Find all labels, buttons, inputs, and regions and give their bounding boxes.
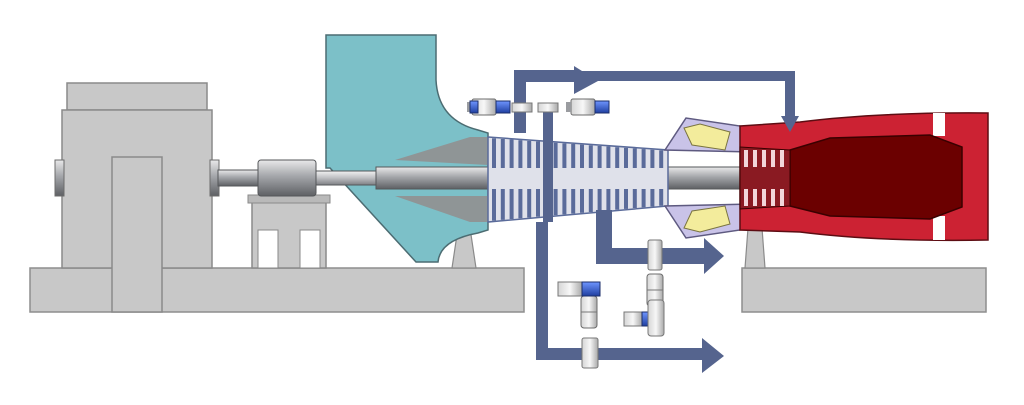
valve-icon — [566, 98, 610, 116]
compressor-blade — [650, 189, 655, 207]
combustion-chamber-bottom — [663, 203, 754, 239]
turbine-blade — [762, 150, 766, 167]
compressor-blade — [580, 189, 584, 213]
arrow-right-icon — [574, 66, 598, 94]
arrow-down-icon — [781, 116, 799, 132]
gearbox-support — [247, 194, 331, 269]
compressor-blade — [553, 189, 558, 216]
valves — [467, 98, 665, 369]
compressor-blade — [500, 189, 505, 220]
turbine-blade — [780, 189, 784, 206]
foundation-right — [741, 267, 987, 313]
turbine-blade — [771, 150, 775, 167]
compressor-blade — [509, 139, 514, 168]
compressor-blade — [518, 140, 523, 168]
compressor-blade — [615, 189, 620, 210]
compressor-blade — [509, 189, 514, 220]
arrow-right-icon — [702, 338, 724, 373]
compressor-blade — [659, 150, 664, 168]
compressor-blade — [562, 143, 567, 168]
turbine-blade — [780, 150, 784, 167]
compressor-blade — [659, 189, 664, 206]
turbine-blade — [771, 189, 775, 206]
turbine-blade — [753, 189, 757, 206]
compressor-blade — [527, 140, 532, 168]
compressor-blade — [536, 141, 540, 168]
compressor-blade — [650, 149, 655, 168]
compressor-blade — [536, 189, 540, 217]
compressor-blade — [588, 189, 593, 213]
turbine-blade — [753, 150, 757, 167]
compressor-blade — [492, 189, 496, 221]
turbine-blade — [744, 189, 748, 206]
compressor-blade — [615, 147, 620, 168]
bleed-air-pipe — [536, 222, 724, 373]
turbine-blade — [744, 150, 748, 167]
compressor-blade — [553, 142, 558, 168]
turbine-support-right — [744, 227, 766, 269]
compressor-blade — [518, 189, 523, 219]
compressor-blade — [632, 148, 637, 168]
compressor-blade — [624, 147, 628, 168]
exhaust-diffuser — [739, 112, 989, 242]
compressor-blade — [571, 189, 576, 214]
compressor-blade — [641, 149, 646, 168]
compressor-blade — [597, 145, 602, 168]
valve-icon — [646, 273, 664, 307]
generator — [54, 82, 220, 313]
compressor-blade — [606, 189, 611, 211]
compressor-blade — [641, 189, 646, 208]
turbine-blade — [762, 189, 766, 206]
compressor-blade — [606, 146, 611, 168]
extraction-pipe — [596, 210, 724, 274]
compressor-section — [487, 136, 669, 223]
compressor-blade — [527, 189, 532, 218]
compressor-blade — [580, 144, 584, 168]
combustion-chamber-top — [663, 117, 754, 153]
compressor-blade — [571, 144, 576, 168]
arrow-right-icon — [704, 238, 724, 274]
compressor-blade — [500, 138, 505, 168]
foundation-left — [29, 267, 525, 313]
compressor-blade — [588, 145, 593, 168]
compressor-blade — [492, 138, 496, 168]
compressor-blade — [562, 189, 567, 215]
compressor-blade — [632, 189, 637, 209]
turbine-section — [739, 146, 791, 210]
compressor-blade — [624, 189, 628, 209]
cooling-air-pipe-top — [514, 66, 799, 133]
air-inlet — [325, 34, 489, 263]
valve-icon — [580, 295, 598, 329]
compressor-blade — [597, 189, 602, 212]
